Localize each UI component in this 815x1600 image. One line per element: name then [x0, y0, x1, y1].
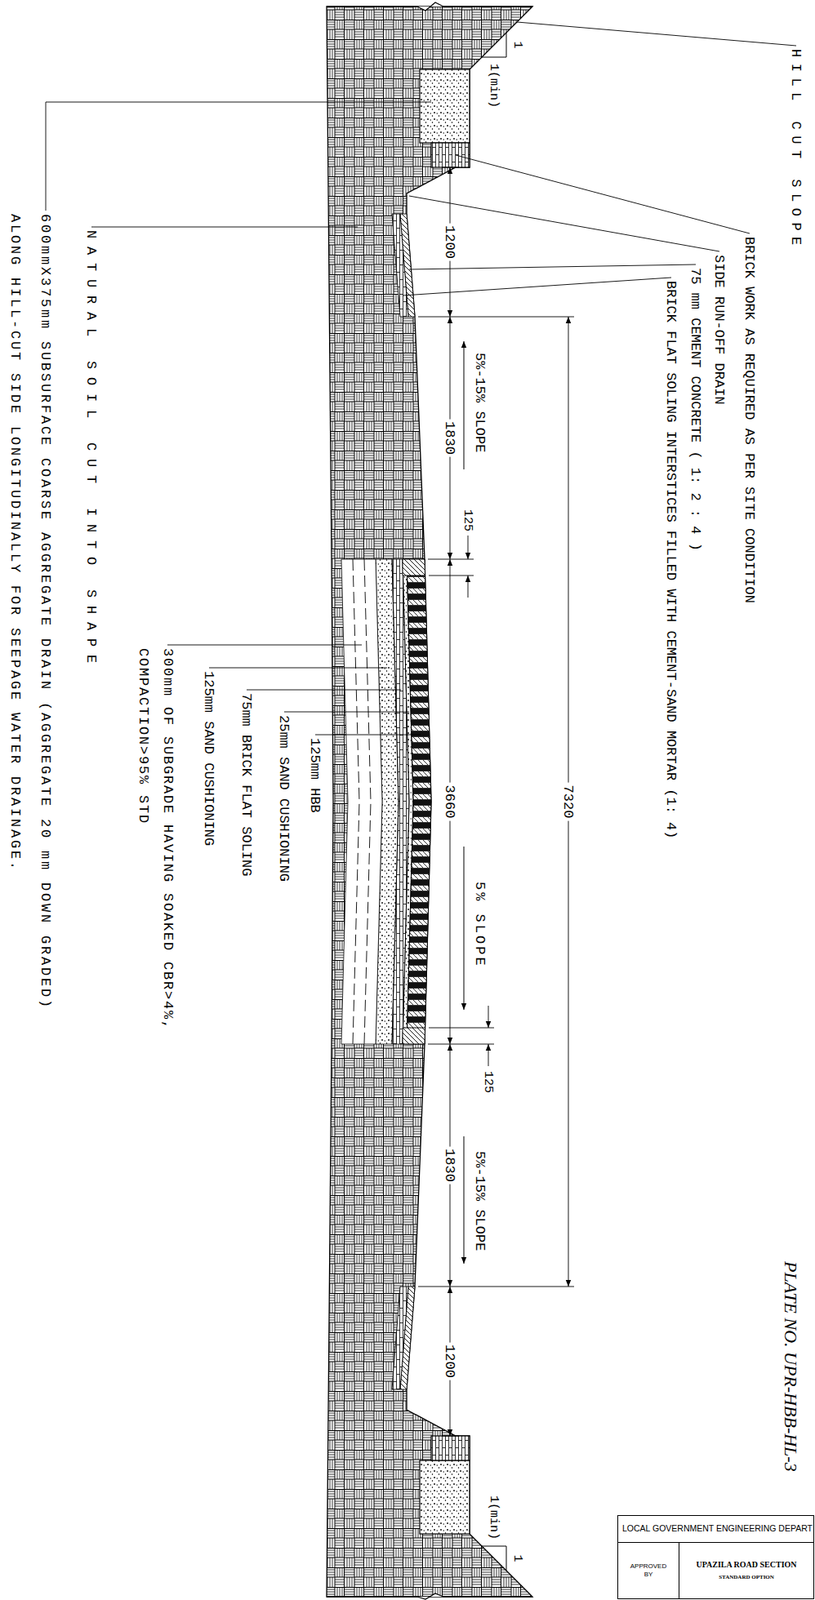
title-block-cell: APPROVED BY: [617, 1542, 680, 1600]
brick-soling-lining: [391, 1287, 409, 1390]
slope-label: 5%-15% SLOPE: [472, 1151, 490, 1252]
layer-label: 75mm BRICK FLAT SOLING: [238, 693, 256, 877]
dimension-line: [467, 535, 469, 560]
dimension-text: 1830: [441, 1146, 459, 1185]
subgrade-dash: [352, 559, 360, 1045]
dimension-text: 125: [480, 1071, 497, 1094]
dimension-text: 1830: [441, 418, 459, 458]
leader-line: [167, 645, 362, 646]
callout-label: 600mmX375mm SUBSURFACE COARSE AGGREGATE …: [0, 213, 62, 1039]
slope-arrow: [463, 341, 465, 1265]
edge-brick: [402, 1028, 426, 1045]
side-drain: [391, 213, 415, 1390]
layer-label: 125mm HBB: [307, 738, 325, 814]
subsurface-drain: [419, 69, 470, 1535]
leader-line: [209, 668, 388, 669]
dimension-lines: [418, 167, 575, 1437]
title-block-text: STANDARD OPTION: [718, 1574, 775, 1582]
slope-triangle: [481, 1546, 507, 1572]
break-line: [326, 1594, 533, 1600]
dimension-line: [467, 575, 469, 598]
slope-arrow: [463, 341, 465, 470]
callout-label: SIDE RUN-OFF DRAIN: [711, 254, 729, 406]
break-line: [326, 2, 533, 11]
dimension-line: [488, 1044, 490, 1067]
slope-triangle: [481, 32, 507, 58]
brick-work: [431, 142, 470, 168]
slope-ratio-label: 1(min): [486, 1496, 503, 1541]
plate-title: PLATE NO. UPR-HBB-HL-3: [779, 1261, 802, 1473]
natural-soil: [326, 6, 533, 1598]
title-block-text: LOCAL GOVERNMENT ENGINEERING DEPART: [622, 1523, 813, 1535]
natural-soil: [326, 6, 533, 1598]
callout-label: HILL CUT SLOPE: [788, 48, 806, 252]
title-block-text: APPROVED BY: [630, 1563, 667, 1580]
aggregate-drain: [419, 1460, 470, 1535]
natural-soil: [326, 6, 533, 1598]
layer-label: 300mm OF SUBGRADE HAVING SOAKED CBR>4%, …: [130, 648, 180, 1074]
dimension-text: 3660: [441, 783, 459, 822]
aggregate-drain: [419, 1460, 470, 1535]
title-block-cell: LOCAL GOVERNMENT ENGINEERING DEPART: [617, 1515, 815, 1544]
slope-arrow: [463, 1136, 465, 1265]
title-block-text: UPAZILA ROAD SECTION: [695, 1560, 797, 1572]
subgrade-dash: [364, 559, 371, 1045]
brick-work: [431, 1436, 470, 1461]
slope-label: 5% SLOPE: [472, 881, 490, 969]
slope-label: 5%-15% SLOPE: [472, 352, 490, 453]
brick-soling-lining: [391, 1287, 409, 1390]
brick-work: [431, 142, 470, 168]
edge-brick: [402, 559, 426, 576]
title-block-cell: UPAZILA ROAD SECTION STANDARD OPTION: [678, 1542, 815, 1600]
slope-ratio-label: 1: [510, 40, 526, 49]
pavement: [341, 559, 432, 1045]
edge-brick: [402, 559, 426, 576]
dimension-text: 7320: [560, 783, 578, 822]
brick-soling-lining: [391, 213, 409, 317]
brick-soling-lining: [391, 213, 409, 317]
leader-line: [516, 22, 797, 46]
leader-line: [402, 277, 672, 296]
callout-label: 75 mm CEMENT CONCRETE ( 1: 2 : 4 ): [687, 267, 705, 552]
aggregate-drain: [419, 69, 470, 143]
subgrade-layer: [341, 559, 383, 1045]
aggregate-drain: [419, 69, 470, 143]
slope-ratio-label: 1(min): [486, 63, 503, 108]
callout-label: BRICK WORK AS REQUIRED AS PER SITE CONDI…: [741, 236, 759, 604]
pavement-ground: [341, 559, 432, 1045]
leader-line: [455, 155, 750, 234]
brick-work: [431, 1436, 470, 1461]
layer-label: 25mm SAND CUSHIONING: [276, 715, 294, 882]
dimension-text: 1200: [441, 1342, 459, 1381]
dimension-line: [488, 1006, 490, 1029]
extension-line: [418, 167, 575, 1437]
leader-line: [409, 264, 696, 270]
dimension-text: 125: [460, 509, 477, 532]
leader-line: [91, 227, 358, 228]
leader-line: [45, 22, 797, 735]
leader-line: [246, 690, 401, 691]
callout-label: BRICK FLAT SOLING INTERSTICES FILLED WIT…: [663, 280, 681, 840]
edge-brick: [402, 1028, 426, 1045]
slope-arrow: [463, 846, 465, 1011]
layer-label: 125mm SAND CUSHIONING: [200, 671, 219, 847]
leader-line: [284, 712, 410, 713]
callout-label: NATURAL SOIL CUT INTO SHAPE: [83, 230, 101, 672]
dimension-text: 1200: [441, 222, 459, 262]
leader-line: [45, 102, 432, 211]
slope-ratio-label: 1: [510, 1554, 526, 1563]
leader-line: [315, 734, 421, 736]
